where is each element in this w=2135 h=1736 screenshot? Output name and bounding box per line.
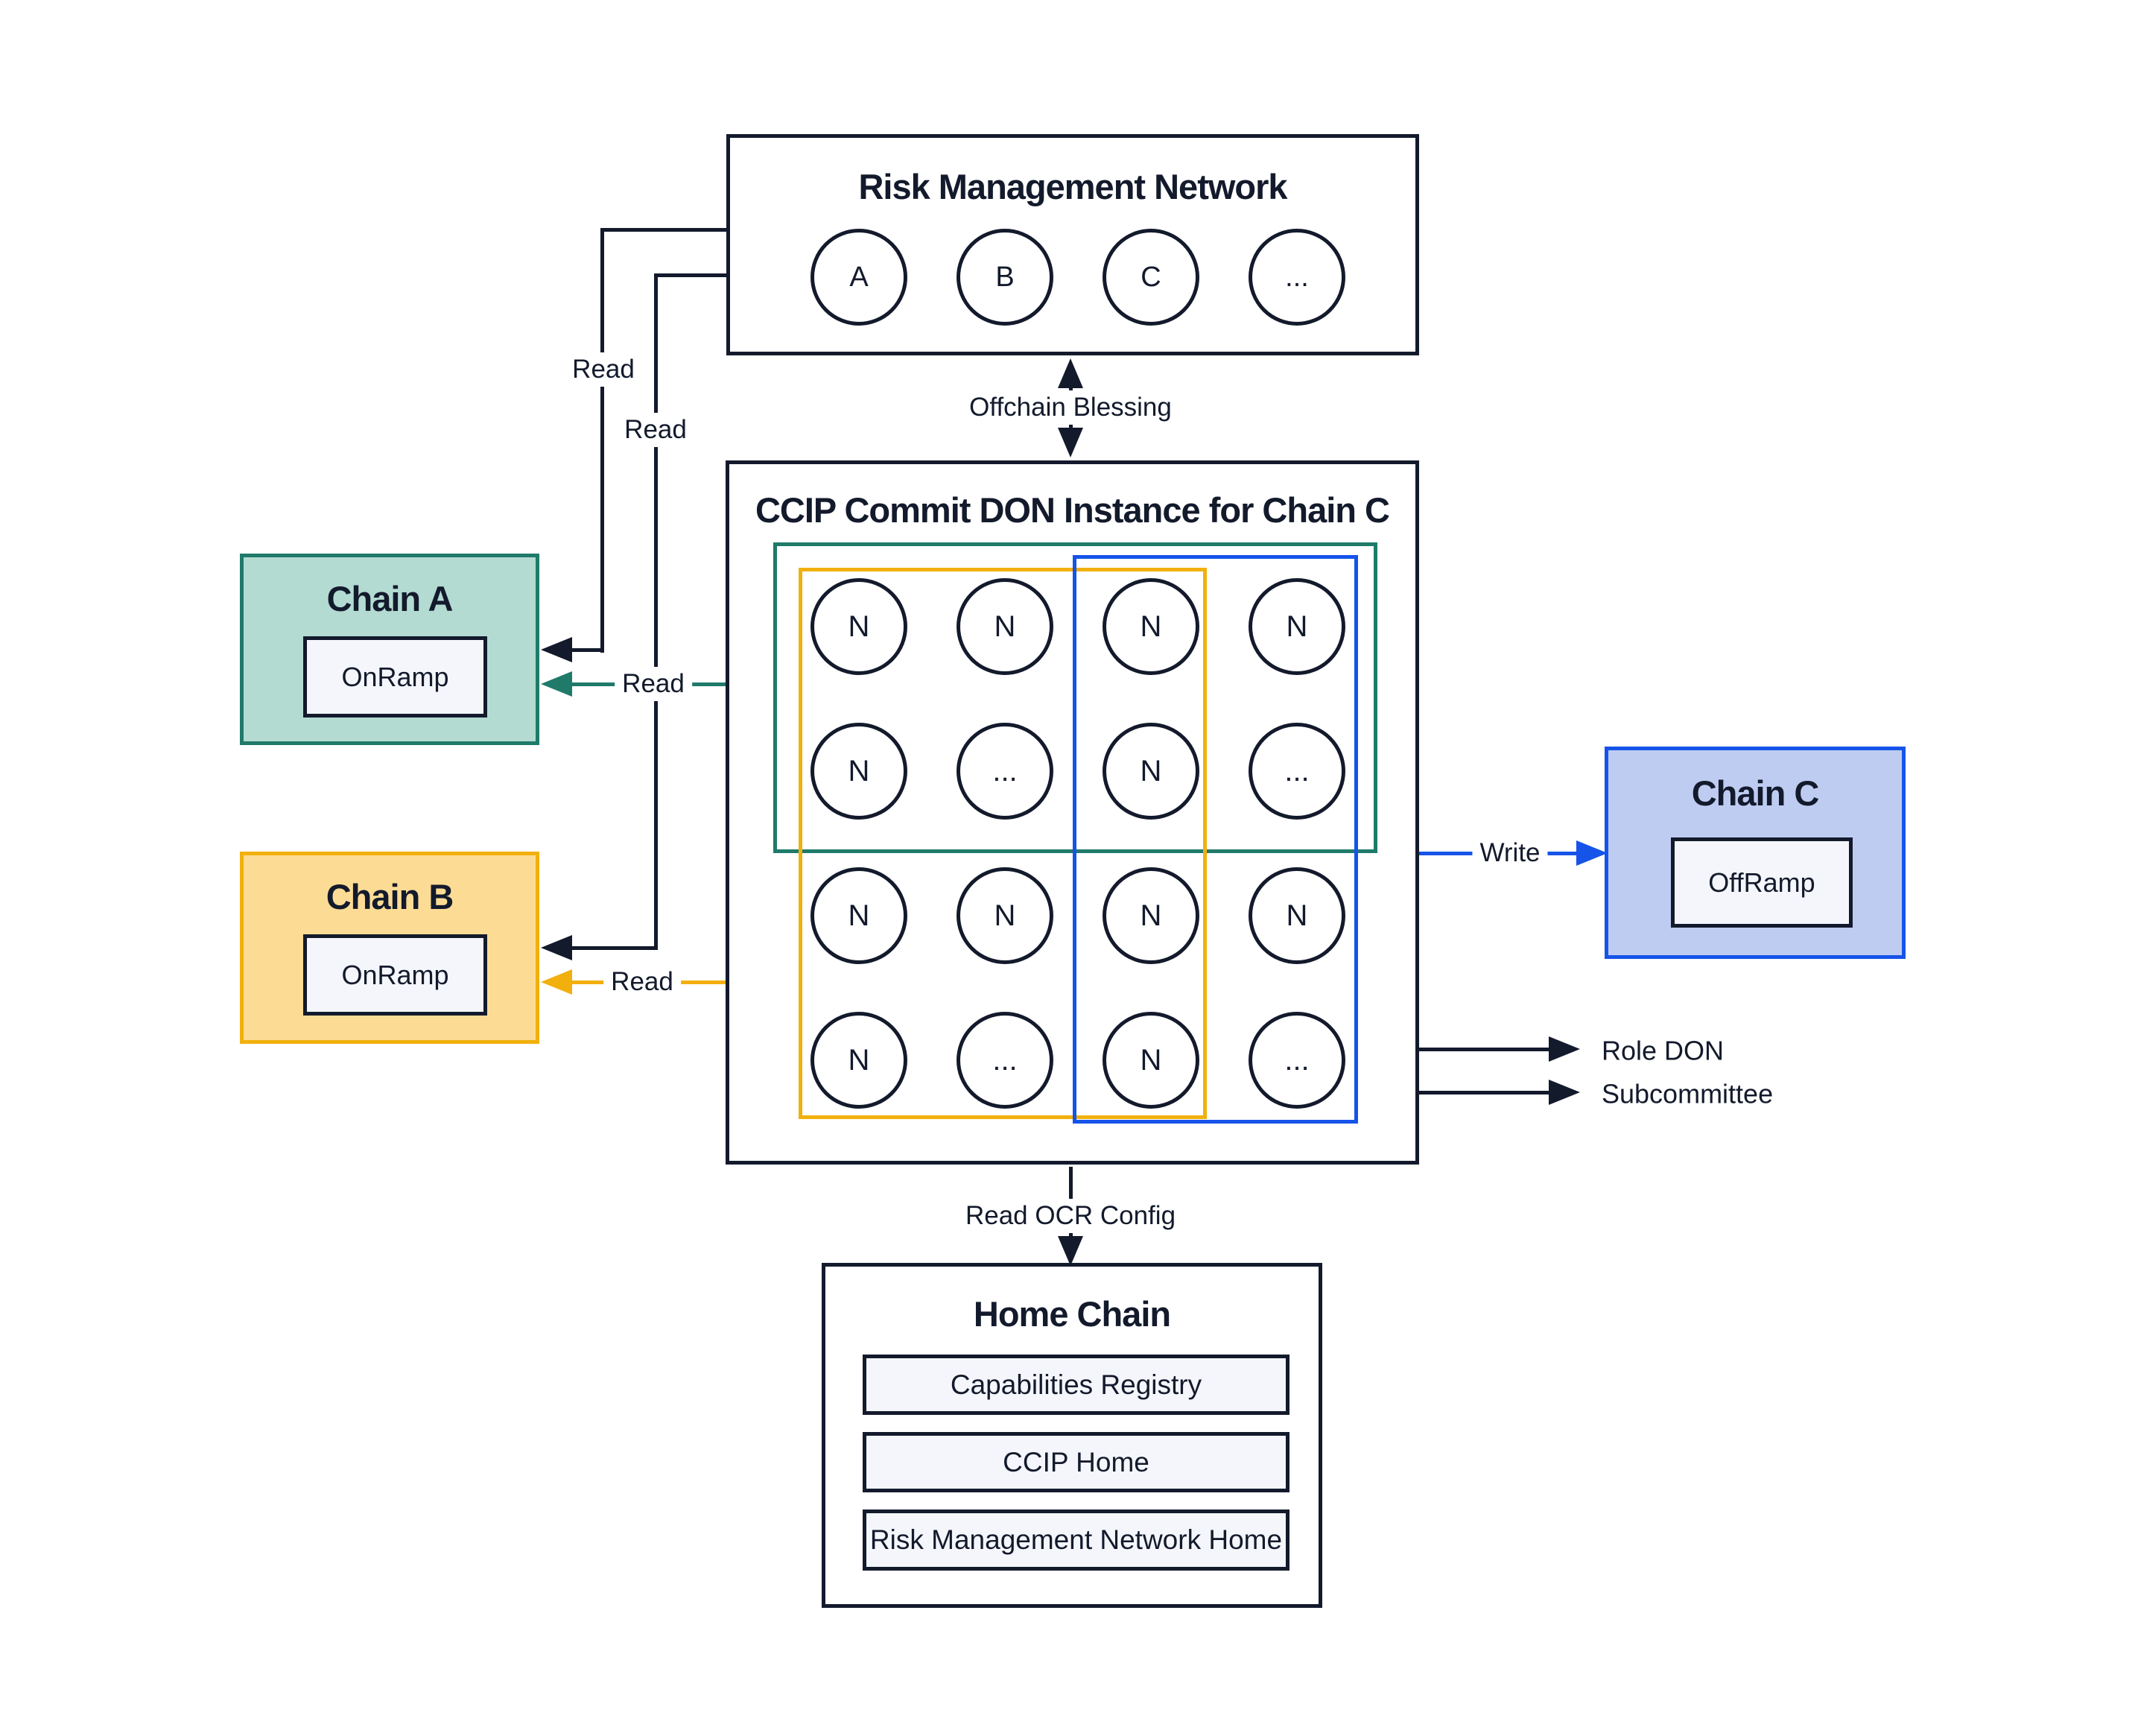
don-node-label: ...	[992, 754, 1018, 788]
chain-a-box: Chain A OnRamp	[240, 554, 539, 745]
offchain-blessing-arrowhead-up-icon	[1058, 358, 1083, 388]
ccip-home-box: CCIP Home	[863, 1432, 1289, 1492]
read-don-chain-a-label: Read	[615, 667, 692, 701]
don-node: ...	[957, 1012, 1053, 1109]
ccip-home-label: CCIP Home	[1003, 1446, 1149, 1477]
read-don-chain-b-arrowhead-icon	[541, 969, 572, 995]
don-node-label: N	[1140, 609, 1162, 643]
don-node: N	[810, 723, 907, 820]
read-ocr-config-label: Read OCR Config	[957, 1199, 1184, 1233]
don-node-label: N	[848, 609, 870, 643]
read-rmn-chain-b-label: Read	[617, 413, 694, 447]
chain-a-title: Chain A	[326, 579, 454, 618]
offchain-blessing-label: Offchain Blessing	[962, 390, 1179, 425]
read-rmn-chain-a-arrowhead-icon	[541, 637, 572, 662]
don-node-label: ...	[1284, 754, 1310, 788]
don-node: N	[1249, 578, 1345, 675]
rmn-home-label: Risk Management Network Home	[869, 1524, 1283, 1555]
subcommittee-overlay	[1073, 555, 1358, 1124]
rmn-home-box: Risk Management Network Home	[863, 1510, 1289, 1571]
write-chain-c-arrowhead-icon	[1576, 840, 1608, 866]
read-rmn-chain-a-label: Read	[565, 352, 642, 387]
capabilities-registry-label: Capabilities Registry	[950, 1369, 1202, 1400]
rmn-node-more-label: ...	[1285, 261, 1309, 293]
role-don-line	[1412, 1048, 1550, 1051]
home-chain-box: Home Chain Capabilities Registry CCIP Ho…	[822, 1263, 1322, 1608]
don-node-label: N	[1286, 899, 1308, 932]
don-node: N	[957, 578, 1053, 675]
rmn-node-c: C	[1103, 229, 1199, 326]
offchain-blessing-arrowhead-down-icon	[1058, 428, 1083, 457]
don-title: CCIP Commit DON Instance for Chain C	[755, 490, 1390, 530]
don-node: N	[1103, 1012, 1199, 1109]
don-node-label: ...	[992, 1043, 1018, 1077]
chain-a-onramp-label: OnRamp	[341, 661, 449, 692]
role-don-label: Role DON	[1602, 1033, 1725, 1068]
read-rmn-chain-a-line-top	[602, 228, 728, 232]
chain-c-title: Chain C	[1691, 773, 1820, 813]
chain-b-title: Chain B	[326, 877, 454, 916]
don-node: N	[810, 578, 907, 675]
don-node: N	[1103, 578, 1199, 675]
read-don-chain-a-arrowhead-icon	[541, 671, 572, 697]
don-node: N	[1103, 867, 1199, 964]
read-rmn-chain-b-arrowhead-icon	[541, 935, 572, 960]
read-rmn-chain-b-line-top	[656, 273, 728, 277]
subcommittee-arrowhead-icon	[1549, 1080, 1580, 1105]
don-node-label: N	[1140, 899, 1162, 932]
don-node: ...	[957, 723, 1053, 820]
don-node: ...	[1249, 1012, 1345, 1109]
write-chain-c-line	[1354, 852, 1578, 855]
don-node-label: N	[848, 899, 870, 932]
don-node-label: N	[1140, 754, 1162, 788]
role-don-arrowhead-icon	[1549, 1036, 1580, 1062]
don-node: N	[810, 867, 907, 964]
don-node: ...	[1249, 723, 1345, 820]
home-chain-title: Home Chain	[973, 1294, 1171, 1334]
read-don-chain-b-line	[568, 981, 798, 984]
don-node-label: N	[994, 899, 1016, 932]
read-rmn-chain-b-line-end	[568, 946, 657, 950]
don-node-label: N	[1286, 609, 1308, 643]
don-node-label: N	[1140, 1043, 1162, 1077]
chain-b-box: Chain B OnRamp	[240, 852, 539, 1044]
rmn-node-b-label: B	[995, 261, 1015, 293]
rmn-node-more: ...	[1249, 229, 1345, 326]
capabilities-registry-box: Capabilities Registry	[863, 1355, 1289, 1415]
don-node-label: ...	[1284, 1043, 1310, 1077]
chain-c-offramp-box: OffRamp	[1671, 837, 1853, 928]
don-node: N	[957, 867, 1053, 964]
write-label: Write	[1472, 836, 1548, 870]
read-rmn-chain-b-line-vertical	[654, 273, 658, 950]
chain-c-box: Chain C OffRamp	[1605, 747, 1906, 959]
don-node: N	[810, 1012, 907, 1109]
subcommittee-label: Subcommittee	[1602, 1076, 1774, 1112]
rmn-node-b: B	[957, 229, 1053, 326]
ccip-commit-don-box: CCIP Commit DON Instance for Chain C N N…	[726, 460, 1419, 1165]
subcommittee-line	[1354, 1091, 1550, 1094]
don-node-label: N	[848, 754, 870, 788]
rmn-node-c-label: C	[1141, 261, 1161, 293]
read-don-chain-b-label: Read	[603, 965, 681, 999]
read-rmn-chain-a-line-end	[568, 648, 603, 652]
chain-b-onramp-label: OnRamp	[341, 959, 449, 990]
committee-chain-b-overlay	[799, 568, 1207, 1119]
don-node-label: N	[994, 609, 1016, 643]
chain-a-onramp-box: OnRamp	[303, 636, 487, 717]
risk-management-network-box: Risk Management Network A B C ...	[726, 134, 1419, 355]
read-rmn-chain-a-line-vertical	[600, 228, 604, 653]
rmn-node-a-label: A	[849, 261, 869, 293]
chain-c-offramp-label: OffRamp	[1708, 867, 1815, 898]
don-node: N	[1249, 867, 1345, 964]
read-ocr-config-arrowhead-icon	[1058, 1236, 1083, 1266]
chain-b-onramp-box: OnRamp	[303, 934, 487, 1016]
don-node-label: N	[848, 1043, 870, 1077]
don-node: N	[1103, 723, 1199, 820]
rmn-node-a: A	[810, 229, 907, 326]
rmn-title: Risk Management Network	[858, 167, 1287, 206]
